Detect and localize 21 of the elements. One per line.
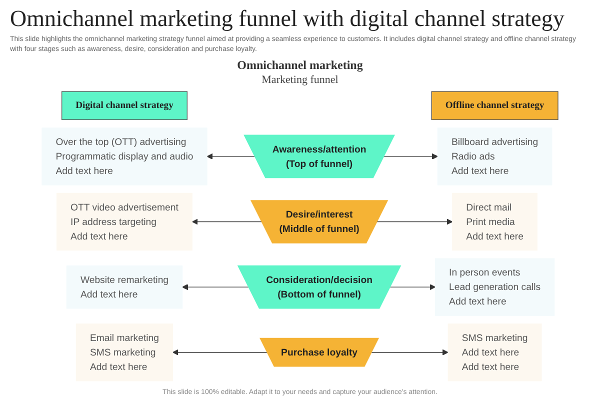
arrow <box>172 348 268 355</box>
arrow <box>371 348 448 355</box>
arrow <box>206 153 256 160</box>
node-box: Direct mail Print media Add text here <box>452 192 538 250</box>
node-box: SMS marketing Add text here Add text here <box>448 323 542 381</box>
node-box: Offline channel strategy <box>431 90 558 120</box>
node-box: Website remarketing Add text here <box>66 265 183 308</box>
arrow <box>390 284 436 290</box>
node-box: Over the top (OTT) advertising Programmatic display and audio Add text here <box>42 127 208 185</box>
slide-title: Omnichannel marketing funnel with digital channel strategy <box>10 6 564 32</box>
node-box: Email marketing SMS marketing Add text here <box>76 323 174 381</box>
node-box: Digital channel strategy <box>61 90 188 120</box>
funnel-subheading: Marketing funnel <box>262 74 338 86</box>
node-box: OTT video advertisement IP address targeting Add text here <box>56 192 192 250</box>
node-box: Billboard advertising Radio ads Add text here <box>437 127 552 185</box>
funnel-heading: Omnichannel marketing <box>237 58 363 73</box>
node-box: In person events Lead generation calls Add text here <box>434 258 555 316</box>
arrow <box>383 153 438 160</box>
arrow <box>192 218 262 224</box>
arrow <box>182 284 249 290</box>
arrow <box>376 218 453 224</box>
